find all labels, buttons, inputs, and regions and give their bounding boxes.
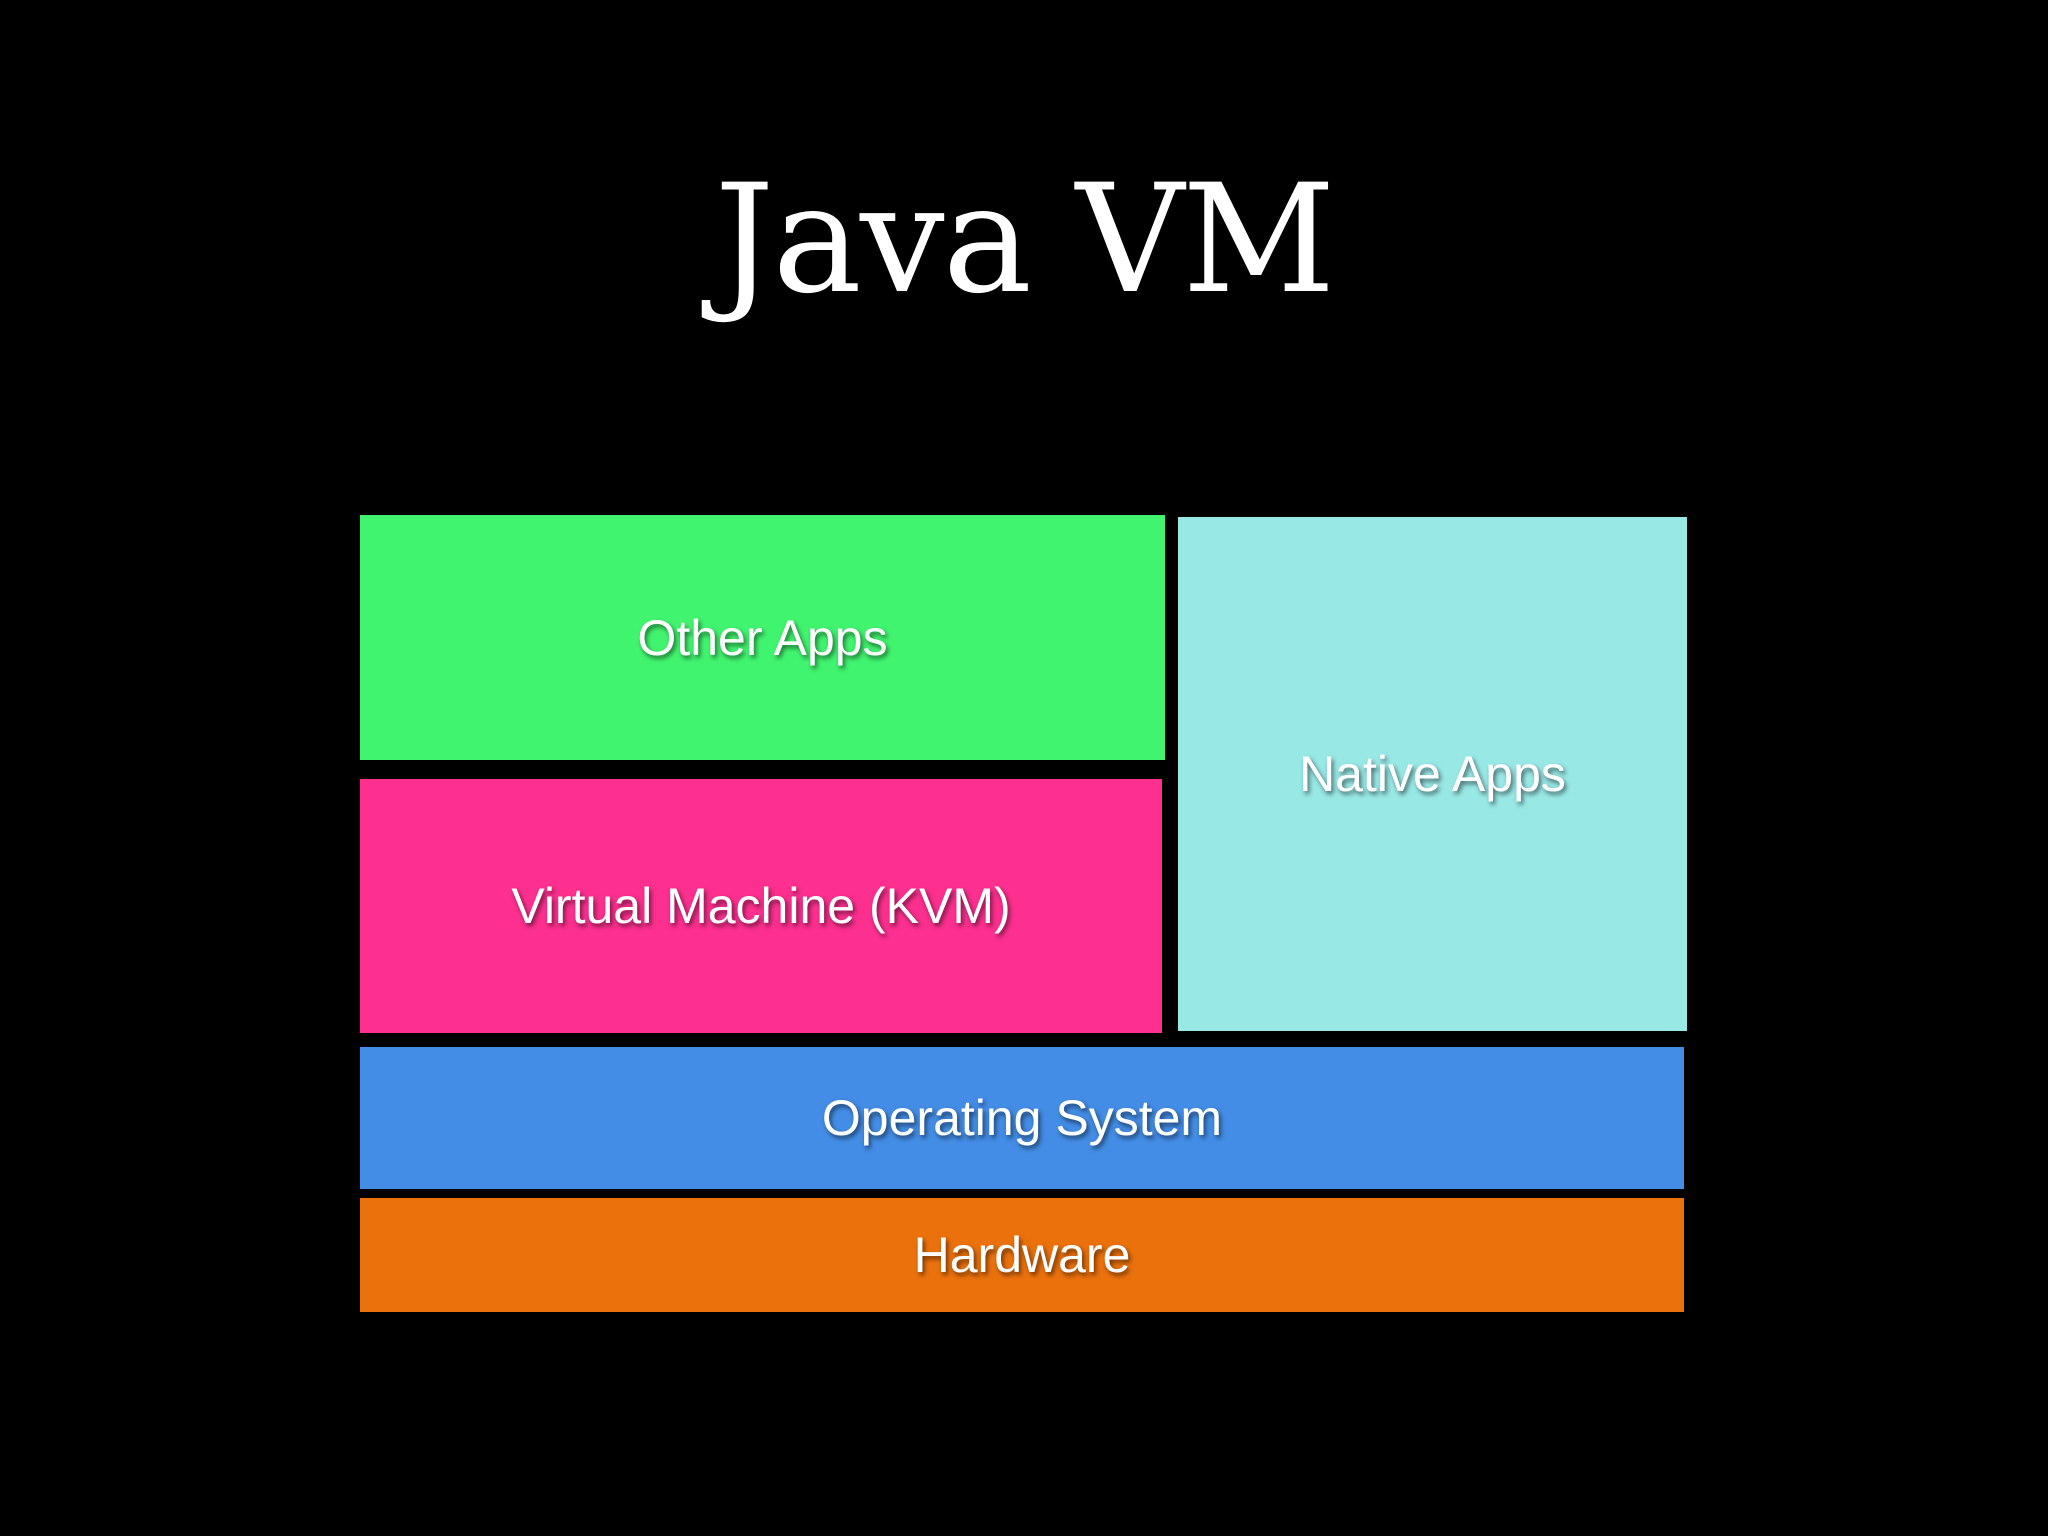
layer-virtual-machine: Virtual Machine (KVM) — [360, 779, 1162, 1033]
layer-native-apps-label: Native Apps — [1299, 746, 1566, 802]
layer-hardware-label: Hardware — [913, 1227, 1131, 1283]
layer-hardware: Hardware — [360, 1198, 1684, 1312]
layer-operating-system-label: Operating System — [821, 1090, 1223, 1146]
layer-operating-system: Operating System — [360, 1047, 1684, 1189]
slide-title: Java VM — [714, 153, 1335, 327]
layer-virtual-machine-label: Virtual Machine (KVM) — [511, 878, 1011, 934]
layer-native-apps: Native Apps — [1178, 517, 1687, 1031]
layer-other-apps: Other Apps — [360, 515, 1165, 760]
layer-other-apps-label: Other Apps — [637, 609, 888, 666]
